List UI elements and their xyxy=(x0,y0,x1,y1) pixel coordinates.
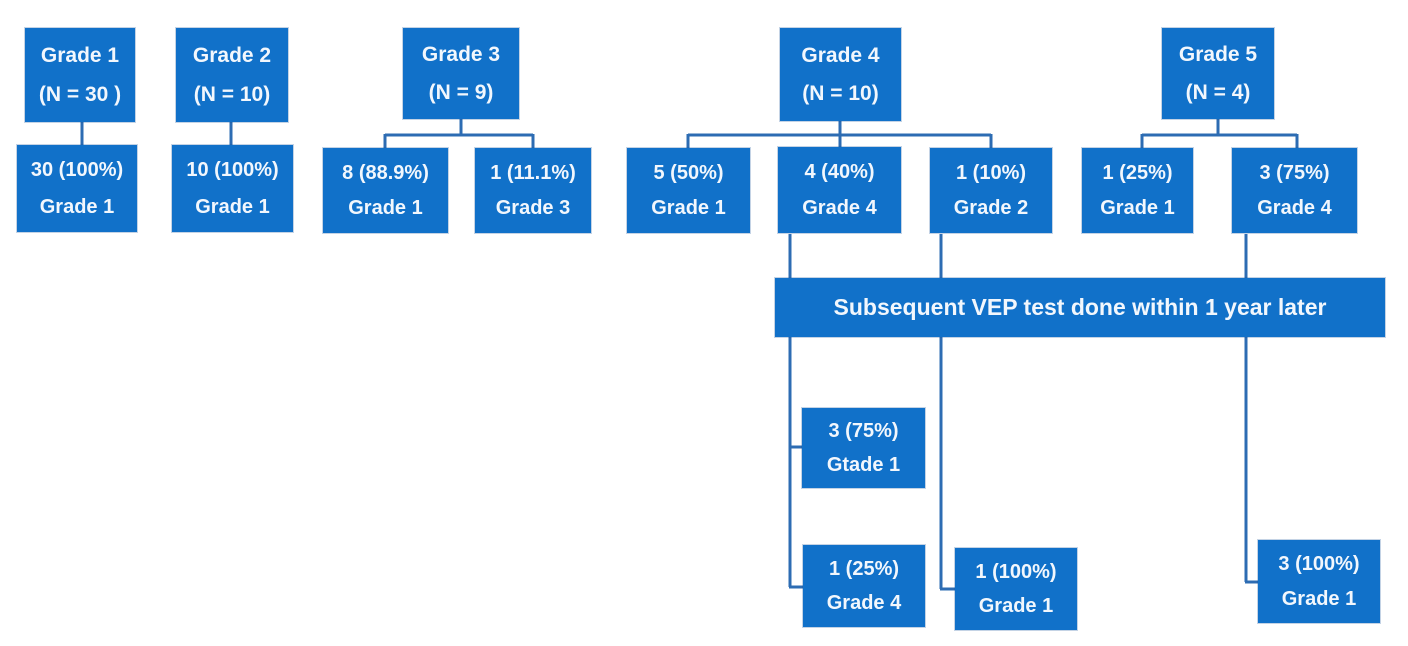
node-count: (N = 10) xyxy=(193,82,271,106)
banner-label: Subsequent VEP test done within 1 year l… xyxy=(833,294,1327,320)
node-value: 5 (50%) xyxy=(653,161,724,184)
node-outcome-grade4-to-grade1: 5 (50%) Grade 1 xyxy=(627,148,750,233)
node-value: 30 (100%) xyxy=(30,159,124,182)
node-value: 1 (11.1%) xyxy=(490,161,576,184)
node-count: (N = 10) xyxy=(802,82,879,106)
node-value: 3 (75%) xyxy=(1259,161,1330,184)
node-title: Grade 5 xyxy=(1178,42,1258,66)
node-outcome-grade3-to-grade1: 8 (88.9%) Grade 1 xyxy=(323,148,448,233)
node-value: 1 (25%) xyxy=(828,557,900,580)
node-value: 3 (75%) xyxy=(828,420,899,442)
node-value: 10 (100%) xyxy=(186,159,279,182)
node-value: 8 (88.9%) xyxy=(342,161,429,184)
node-outcome-grade4-to-grade2: 1 (10%) Grade 2 xyxy=(930,148,1052,233)
node-title: Grade 2 xyxy=(192,43,272,67)
node-grade: Grade 1 xyxy=(1281,588,1357,610)
node-outcome-grade2-to-grade1: 10 (100%) Grade 1 xyxy=(172,145,293,232)
node-grade: Grade 4 xyxy=(826,592,902,615)
node-grade: Grade 1 xyxy=(978,595,1054,618)
node-value: 1 (10%) xyxy=(955,161,1027,184)
node-followup-grade5-to-grade1: 3 (100%) Grade 1 xyxy=(1258,540,1380,623)
node-grade-3-parent: Grade 3 (N = 9) xyxy=(403,28,519,119)
subsequent-vep-banner: Subsequent VEP test done within 1 year l… xyxy=(775,278,1385,337)
node-grade: Grade 4 xyxy=(1257,197,1332,220)
node-grade: Grade 1 xyxy=(651,197,726,220)
node-title: Grade 4 xyxy=(801,43,880,67)
node-outcome-grade1-to-grade1: 30 (100%) Grade 1 xyxy=(17,145,137,232)
node-count: (N = 4) xyxy=(1185,80,1251,104)
node-outcome-grade5-to-grade1: 1 (25%) Grade 1 xyxy=(1082,148,1193,233)
node-grade-5-parent: Grade 5 (N = 4) xyxy=(1162,28,1274,119)
node-outcome-grade3-to-grade3: 1 (11.1%) Grade 3 xyxy=(475,148,591,233)
node-grade: Grade 1 xyxy=(348,197,423,220)
node-grade-1-parent: Grade 1 (N = 30 ) xyxy=(25,28,135,122)
node-grade: Gtade 1 xyxy=(826,454,901,476)
node-grade: Grade 4 xyxy=(802,197,877,219)
node-title: Grade 3 xyxy=(421,42,501,66)
node-grade: Grade 3 xyxy=(495,197,571,220)
node-value: 1 (25%) xyxy=(1102,161,1173,184)
node-grade: Grade 1 xyxy=(195,195,270,218)
node-grade: Grade 1 xyxy=(1100,197,1175,220)
node-outcome-grade5-to-grade4: 3 (75%) Grade 4 xyxy=(1232,148,1357,233)
node-followup-grade4-to-grade4: 1 (25%) Grade 4 xyxy=(803,545,925,627)
node-value: 1 (100%) xyxy=(975,560,1057,583)
node-grade: Grade 2 xyxy=(953,197,1029,220)
node-outcome-grade4-to-grade4: 4 (40%) Grade 4 xyxy=(778,147,901,233)
node-grade-2-parent: Grade 2 (N = 10) xyxy=(176,28,288,122)
node-followup-grade2-to-grade1: 1 (100%) Grade 1 xyxy=(955,548,1077,630)
node-count: (N = 9) xyxy=(428,80,494,104)
node-title: Grade 1 xyxy=(40,43,120,67)
node-count: (N = 30 ) xyxy=(38,82,122,106)
node-followup-grade4-to-grade1: 3 (75%) Gtade 1 xyxy=(802,408,925,488)
node-grade: Grade 1 xyxy=(39,195,115,218)
node-value: 3 (100%) xyxy=(1278,553,1360,575)
node-grade-4-parent: Grade 4 (N = 10) xyxy=(780,28,901,121)
node-value: 4 (40%) xyxy=(804,161,875,183)
